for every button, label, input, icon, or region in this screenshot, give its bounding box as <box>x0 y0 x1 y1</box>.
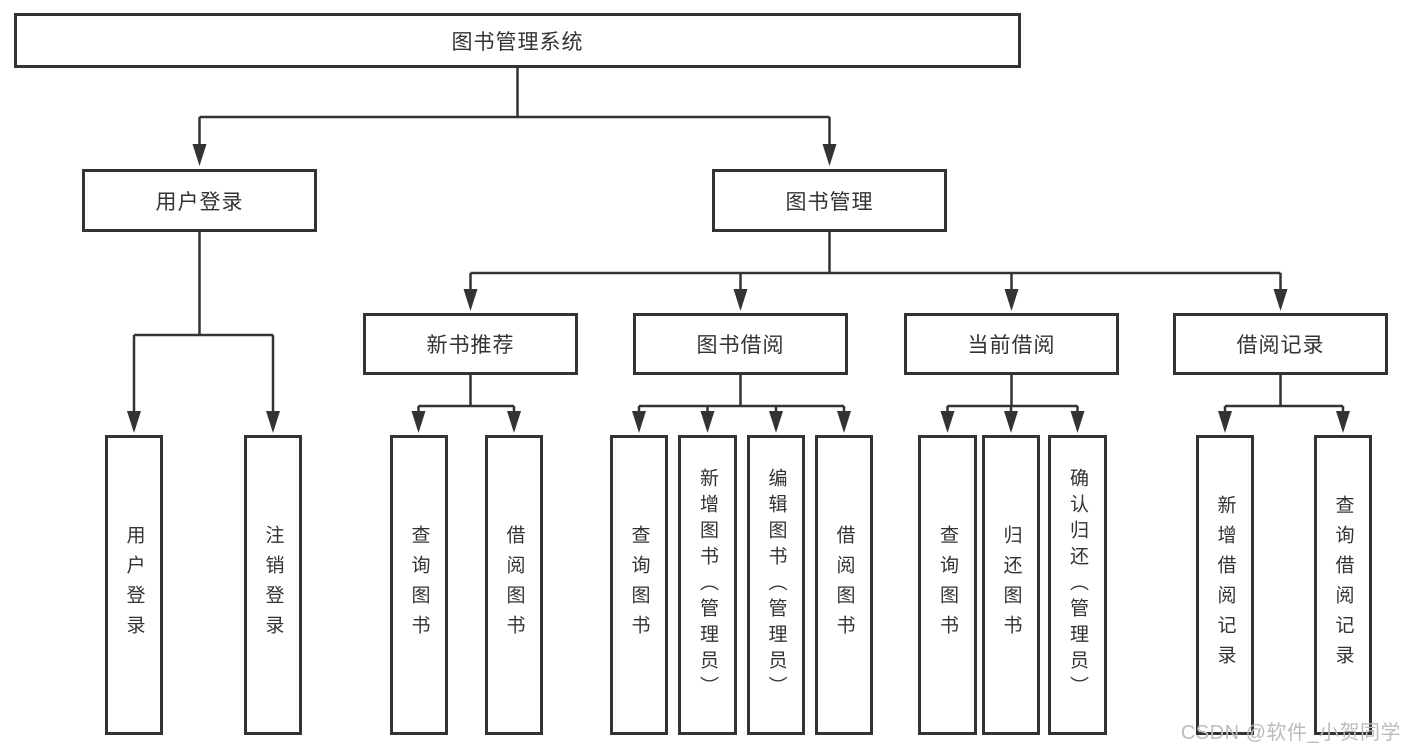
leaf-current-return-book-label: 归还图书 <box>1000 525 1022 645</box>
leaf-logout-label: 注销登录 <box>262 525 284 645</box>
watermark: CSDN @软件_小贺同学 <box>1180 722 1401 744</box>
leaf-user-login: 用户登录 <box>105 435 163 735</box>
arrowheads <box>127 144 1350 433</box>
node-book-borrow: 图书借阅 <box>633 313 848 375</box>
leaf-current-query-book: 查询图书 <box>918 435 977 735</box>
node-new-book-recommend: 新书推荐 <box>363 313 578 375</box>
leaf-newrec-borrow-book-label: 借阅图书 <box>503 525 525 645</box>
leaf-borrow-edit-book-admin-label: 编辑图书（管理员） <box>765 468 787 702</box>
leaf-current-return-book: 归还图书 <box>982 435 1040 735</box>
node-book-management: 图书管理 <box>712 169 947 232</box>
node-borrow-record-label: 借阅记录 <box>1236 334 1325 357</box>
leaf-current-query-book-label: 查询图书 <box>937 525 958 645</box>
node-user-login-label: 用户登录 <box>155 190 244 214</box>
node-current-borrow-label: 当前借阅 <box>967 334 1056 357</box>
leaf-borrow-query-book: 查询图书 <box>610 435 668 735</box>
node-user-login: 用户登录 <box>82 169 317 232</box>
leaf-borrow-add-book-admin: 新增图书（管理员） <box>678 435 737 735</box>
leaf-current-confirm-return-admin-label: 确认归还（管理员） <box>1067 468 1088 702</box>
leaf-current-confirm-return-admin: 确认归还（管理员） <box>1048 435 1107 735</box>
leaf-borrow-query-book-label: 查询图书 <box>628 525 650 645</box>
leaf-user-login-label: 用户登录 <box>123 525 145 645</box>
leaf-newrec-borrow-book: 借阅图书 <box>485 435 543 735</box>
leaf-logout: 注销登录 <box>244 435 302 735</box>
node-current-borrow: 当前借阅 <box>904 313 1119 375</box>
leaf-borrow-add-book-admin-label: 新增图书（管理员） <box>697 468 718 702</box>
node-book-borrow-label: 图书借阅 <box>696 334 785 357</box>
leaf-record-add-record: 新增借阅记录 <box>1196 435 1254 735</box>
leaf-borrow-borrow-book: 借阅图书 <box>815 435 873 735</box>
node-root: 图书管理系统 <box>14 13 1021 68</box>
leaf-borrow-edit-book-admin: 编辑图书（管理员） <box>747 435 805 735</box>
node-borrow-record: 借阅记录 <box>1173 313 1388 375</box>
leaf-record-add-record-label: 新增借阅记录 <box>1214 495 1236 675</box>
leaf-record-query-record-label: 查询借阅记录 <box>1332 495 1354 675</box>
leaf-record-query-record: 查询借阅记录 <box>1314 435 1372 735</box>
leaf-borrow-borrow-book-label: 借阅图书 <box>833 525 855 645</box>
node-root-label: 图书管理系统 <box>451 30 584 54</box>
node-new-book-recommend-label: 新书推荐 <box>426 334 515 357</box>
node-book-management-label: 图书管理 <box>785 190 874 214</box>
leaf-newrec-query-book-label: 查询图书 <box>408 525 430 645</box>
leaf-newrec-query-book: 查询图书 <box>390 435 448 735</box>
